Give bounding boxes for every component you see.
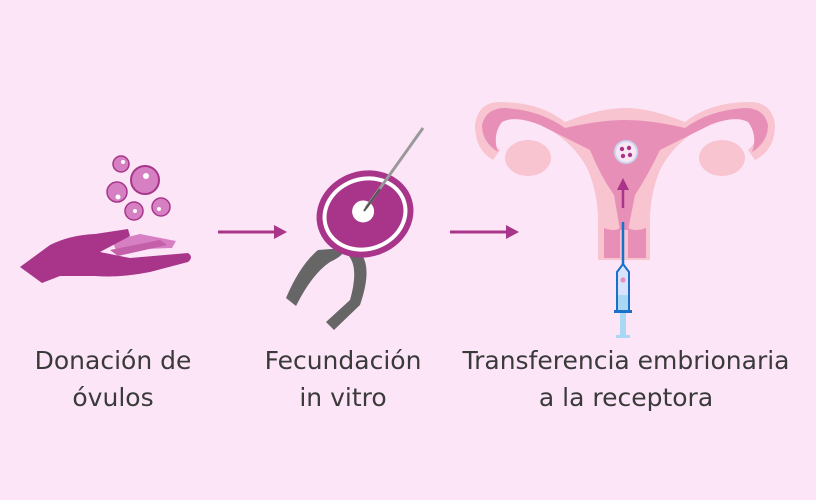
icsi-pipette-icon	[286, 127, 425, 330]
uterus	[475, 102, 775, 260]
hand-icon	[20, 229, 191, 283]
step-3-label-line1: Transferencia embrionaria	[462, 346, 790, 375]
step-1-label-line2: óvulos	[72, 383, 154, 412]
step-2-label: Fecundación in vitro	[265, 342, 422, 416]
uterus-syringe-icon	[475, 102, 775, 338]
arrow-right-icon	[450, 225, 519, 239]
arrow-right-icon	[218, 225, 287, 239]
step-3-label-line2: a la receptora	[538, 383, 714, 412]
step-3-label: Transferencia embrionaria a la receptora	[463, 342, 790, 416]
embryo-icon	[614, 140, 638, 164]
egg-cells	[106, 155, 171, 221]
hand-with-eggs-icon	[20, 155, 191, 283]
step-2-label-line1: Fecundación	[264, 346, 422, 375]
step-1-label: Donación de óvulos	[35, 342, 192, 416]
syringe-icon	[614, 222, 632, 338]
holding-pipette-forceps	[286, 248, 367, 330]
step-2-label-line2: in vitro	[299, 383, 387, 412]
oocyte	[316, 170, 414, 258]
step-1-label-line1: Donación de	[34, 346, 192, 375]
